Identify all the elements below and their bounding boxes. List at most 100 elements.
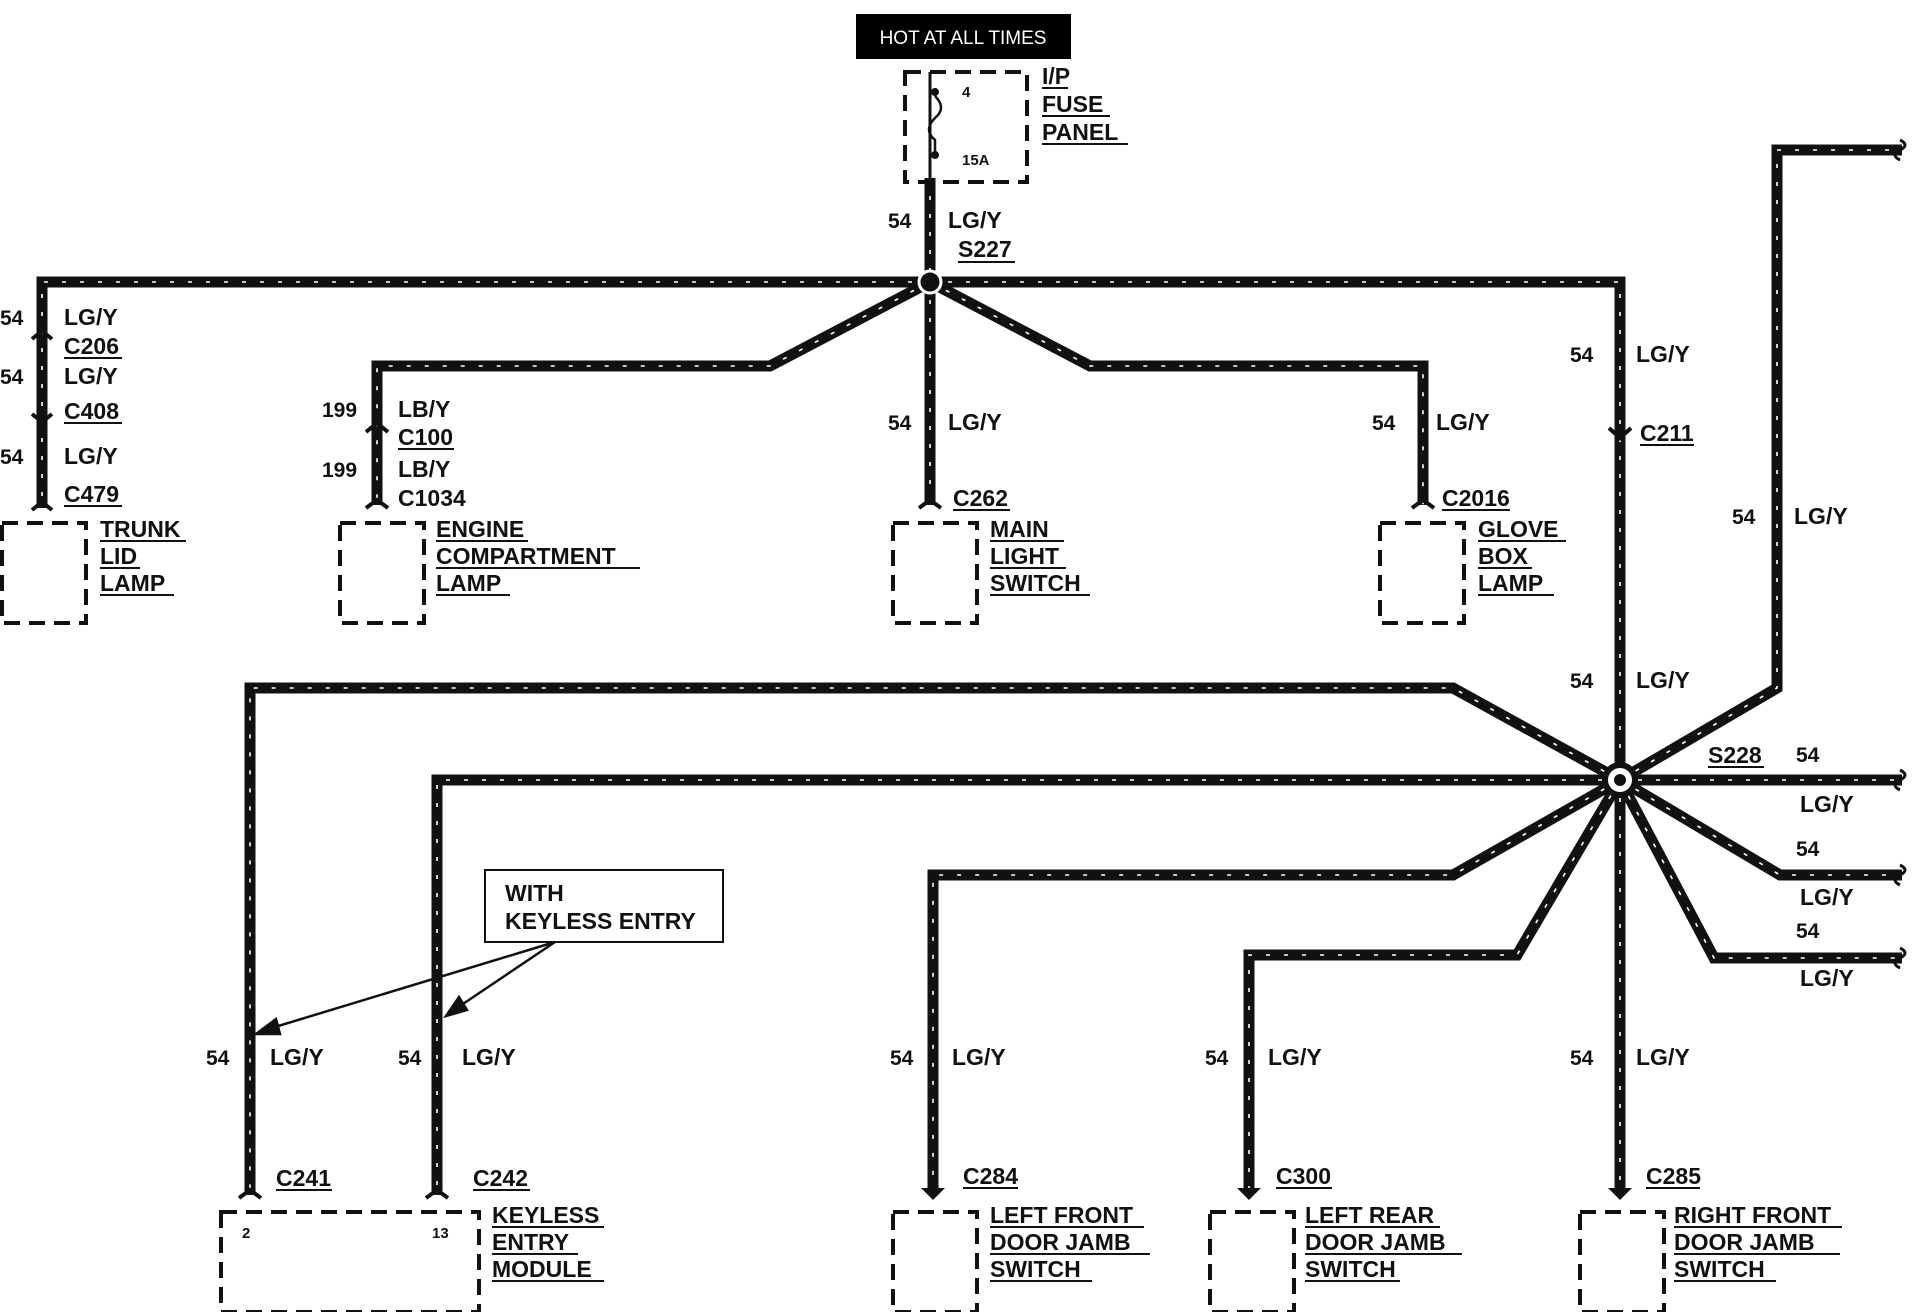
exit-1-circuit: 54 [1796, 744, 1820, 767]
lr-conn: C300 [1276, 1163, 1331, 1189]
rf-color: LG/Y [1636, 1044, 1690, 1070]
lr-circuit: 54 [1205, 1047, 1229, 1070]
wire-keyless-c242 [431, 774, 1620, 1195]
rf-name-3: SWITCH [1674, 1256, 1765, 1282]
trunk-conn1: C206 [64, 333, 119, 359]
keyless-pin2: 13 [432, 1225, 449, 1242]
rf-conn: C285 [1646, 1163, 1701, 1189]
exit-3-color: LG/Y [1800, 965, 1854, 991]
top-right-color: LG/Y [1794, 503, 1848, 529]
glove-name-1: GLOVE [1478, 516, 1559, 542]
main-switch-box [891, 521, 979, 625]
main-color: LG/Y [948, 409, 1002, 435]
keyless-name-2: ENTRY [492, 1229, 569, 1255]
fuse-icon [927, 95, 943, 152]
wire-trunk-lid [36, 276, 930, 508]
fuse-rating: 15A [962, 152, 990, 169]
lf-conn: C284 [963, 1163, 1018, 1189]
engine-lamp-box [338, 521, 426, 625]
title-text: HOT AT ALL TIMES [880, 28, 1047, 49]
wire-right-branch [930, 276, 1626, 780]
rf-name-1: RIGHT FRONT [1674, 1202, 1831, 1228]
keyless-name-3: MODULE [492, 1256, 592, 1282]
engine-col2: LB/Y [398, 456, 450, 482]
glove-color: LG/Y [1436, 409, 1490, 435]
right-col2: LG/Y [1636, 667, 1690, 693]
keyless-conn1: C241 [276, 1165, 331, 1191]
connector-c408 [30, 412, 54, 425]
lr-color: LG/Y [1268, 1044, 1322, 1070]
fuse-panel-box [903, 70, 1029, 184]
right-front-switch-box [1578, 1210, 1666, 1312]
main-name-3: SWITCH [990, 570, 1081, 596]
keyless-c1: 54 [206, 1047, 230, 1070]
fuse-pin: 4 [962, 84, 971, 101]
trunk-col1: LG/Y [64, 304, 118, 330]
fuse-panel-line-2: FUSE [1042, 91, 1103, 117]
fuse-panel-line-3: PANEL [1042, 119, 1118, 145]
trunk-name-1: TRUNK [100, 516, 181, 542]
trunk-c3: 54 [0, 446, 24, 469]
main-name-2: LIGHT [990, 543, 1059, 569]
keyless-note-arrows [252, 940, 556, 1036]
engine-name-3: LAMP [436, 570, 501, 596]
lf-name-1: LEFT FRONT [990, 1202, 1133, 1228]
splice-s227-label: S227 [958, 236, 1012, 262]
rf-circuit: 54 [1570, 1047, 1594, 1070]
engine-name-1: ENGINE [436, 516, 524, 542]
inline-connectors [30, 328, 1633, 441]
right-conn: C211 [1640, 420, 1694, 446]
trunk-name-2: LID [100, 543, 137, 569]
connector-c211 [1607, 426, 1633, 441]
engine-conn2: C1034 [398, 485, 466, 511]
feed-color: LG/Y [948, 207, 1002, 233]
trunk-col3: LG/Y [64, 443, 118, 469]
keyless-note-line-1: WITH [505, 880, 564, 906]
left-front-switch-box [891, 1210, 979, 1312]
main-name-1: MAIN [990, 516, 1049, 542]
lr-name-3: SWITCH [1305, 1256, 1396, 1282]
trunk-lid-lamp-box [0, 521, 88, 625]
right-c1: 54 [1570, 344, 1594, 367]
trunk-c1: 54 [0, 307, 24, 330]
lf-name-3: SWITCH [990, 1256, 1081, 1282]
trunk-conn3: C479 [64, 481, 119, 507]
keyless-pin1: 2 [242, 1225, 250, 1242]
feed-circuit: 54 [888, 210, 912, 233]
lf-name-2: DOOR JAMB [990, 1229, 1131, 1255]
right-col1: LG/Y [1636, 341, 1690, 367]
left-rear-switch-box [1208, 1210, 1296, 1312]
lr-name-2: DOOR JAMB [1305, 1229, 1446, 1255]
lr-name-1: LEFT REAR [1305, 1202, 1434, 1228]
wire-glove-box [927, 277, 1429, 505]
main-conn: C262 [953, 485, 1008, 511]
engine-name-2: COMPARTMENT [436, 543, 616, 569]
exit-3-circuit: 54 [1796, 920, 1820, 943]
glove-box-lamp-box [1378, 521, 1466, 625]
exit-1-color: LG/Y [1800, 791, 1854, 817]
wire-left-rear [1243, 777, 1625, 1192]
connector-c206 [30, 328, 54, 341]
engine-conn1: C100 [398, 424, 453, 450]
glove-name-3: LAMP [1478, 570, 1543, 596]
splice-s227 [917, 269, 943, 295]
main-circuit: 54 [888, 412, 912, 435]
lf-circuit: 54 [890, 1047, 914, 1070]
trunk-name-3: LAMP [100, 570, 165, 596]
keyless-note-line-2: KEYLESS ENTRY [505, 908, 696, 934]
keyless-col1: LG/Y [270, 1044, 324, 1070]
keyless-c2: 54 [398, 1047, 422, 1070]
keyless-module-box [219, 1210, 481, 1312]
right-c2: 54 [1570, 670, 1594, 693]
wire-engine-lamp [371, 277, 933, 505]
glove-conn: C2016 [1442, 485, 1510, 511]
engine-c2: 199 [322, 459, 357, 482]
wire-left-front [927, 775, 1623, 1192]
splice-s228-label: S228 [1708, 742, 1762, 768]
top-right-circuit: 54 [1732, 506, 1756, 529]
component-connector-ends [30, 497, 1436, 1200]
wires [36, 144, 1902, 1195]
fuse-panel-line-1: I/P [1042, 63, 1070, 89]
arrow-connector-ends [921, 1188, 1632, 1200]
